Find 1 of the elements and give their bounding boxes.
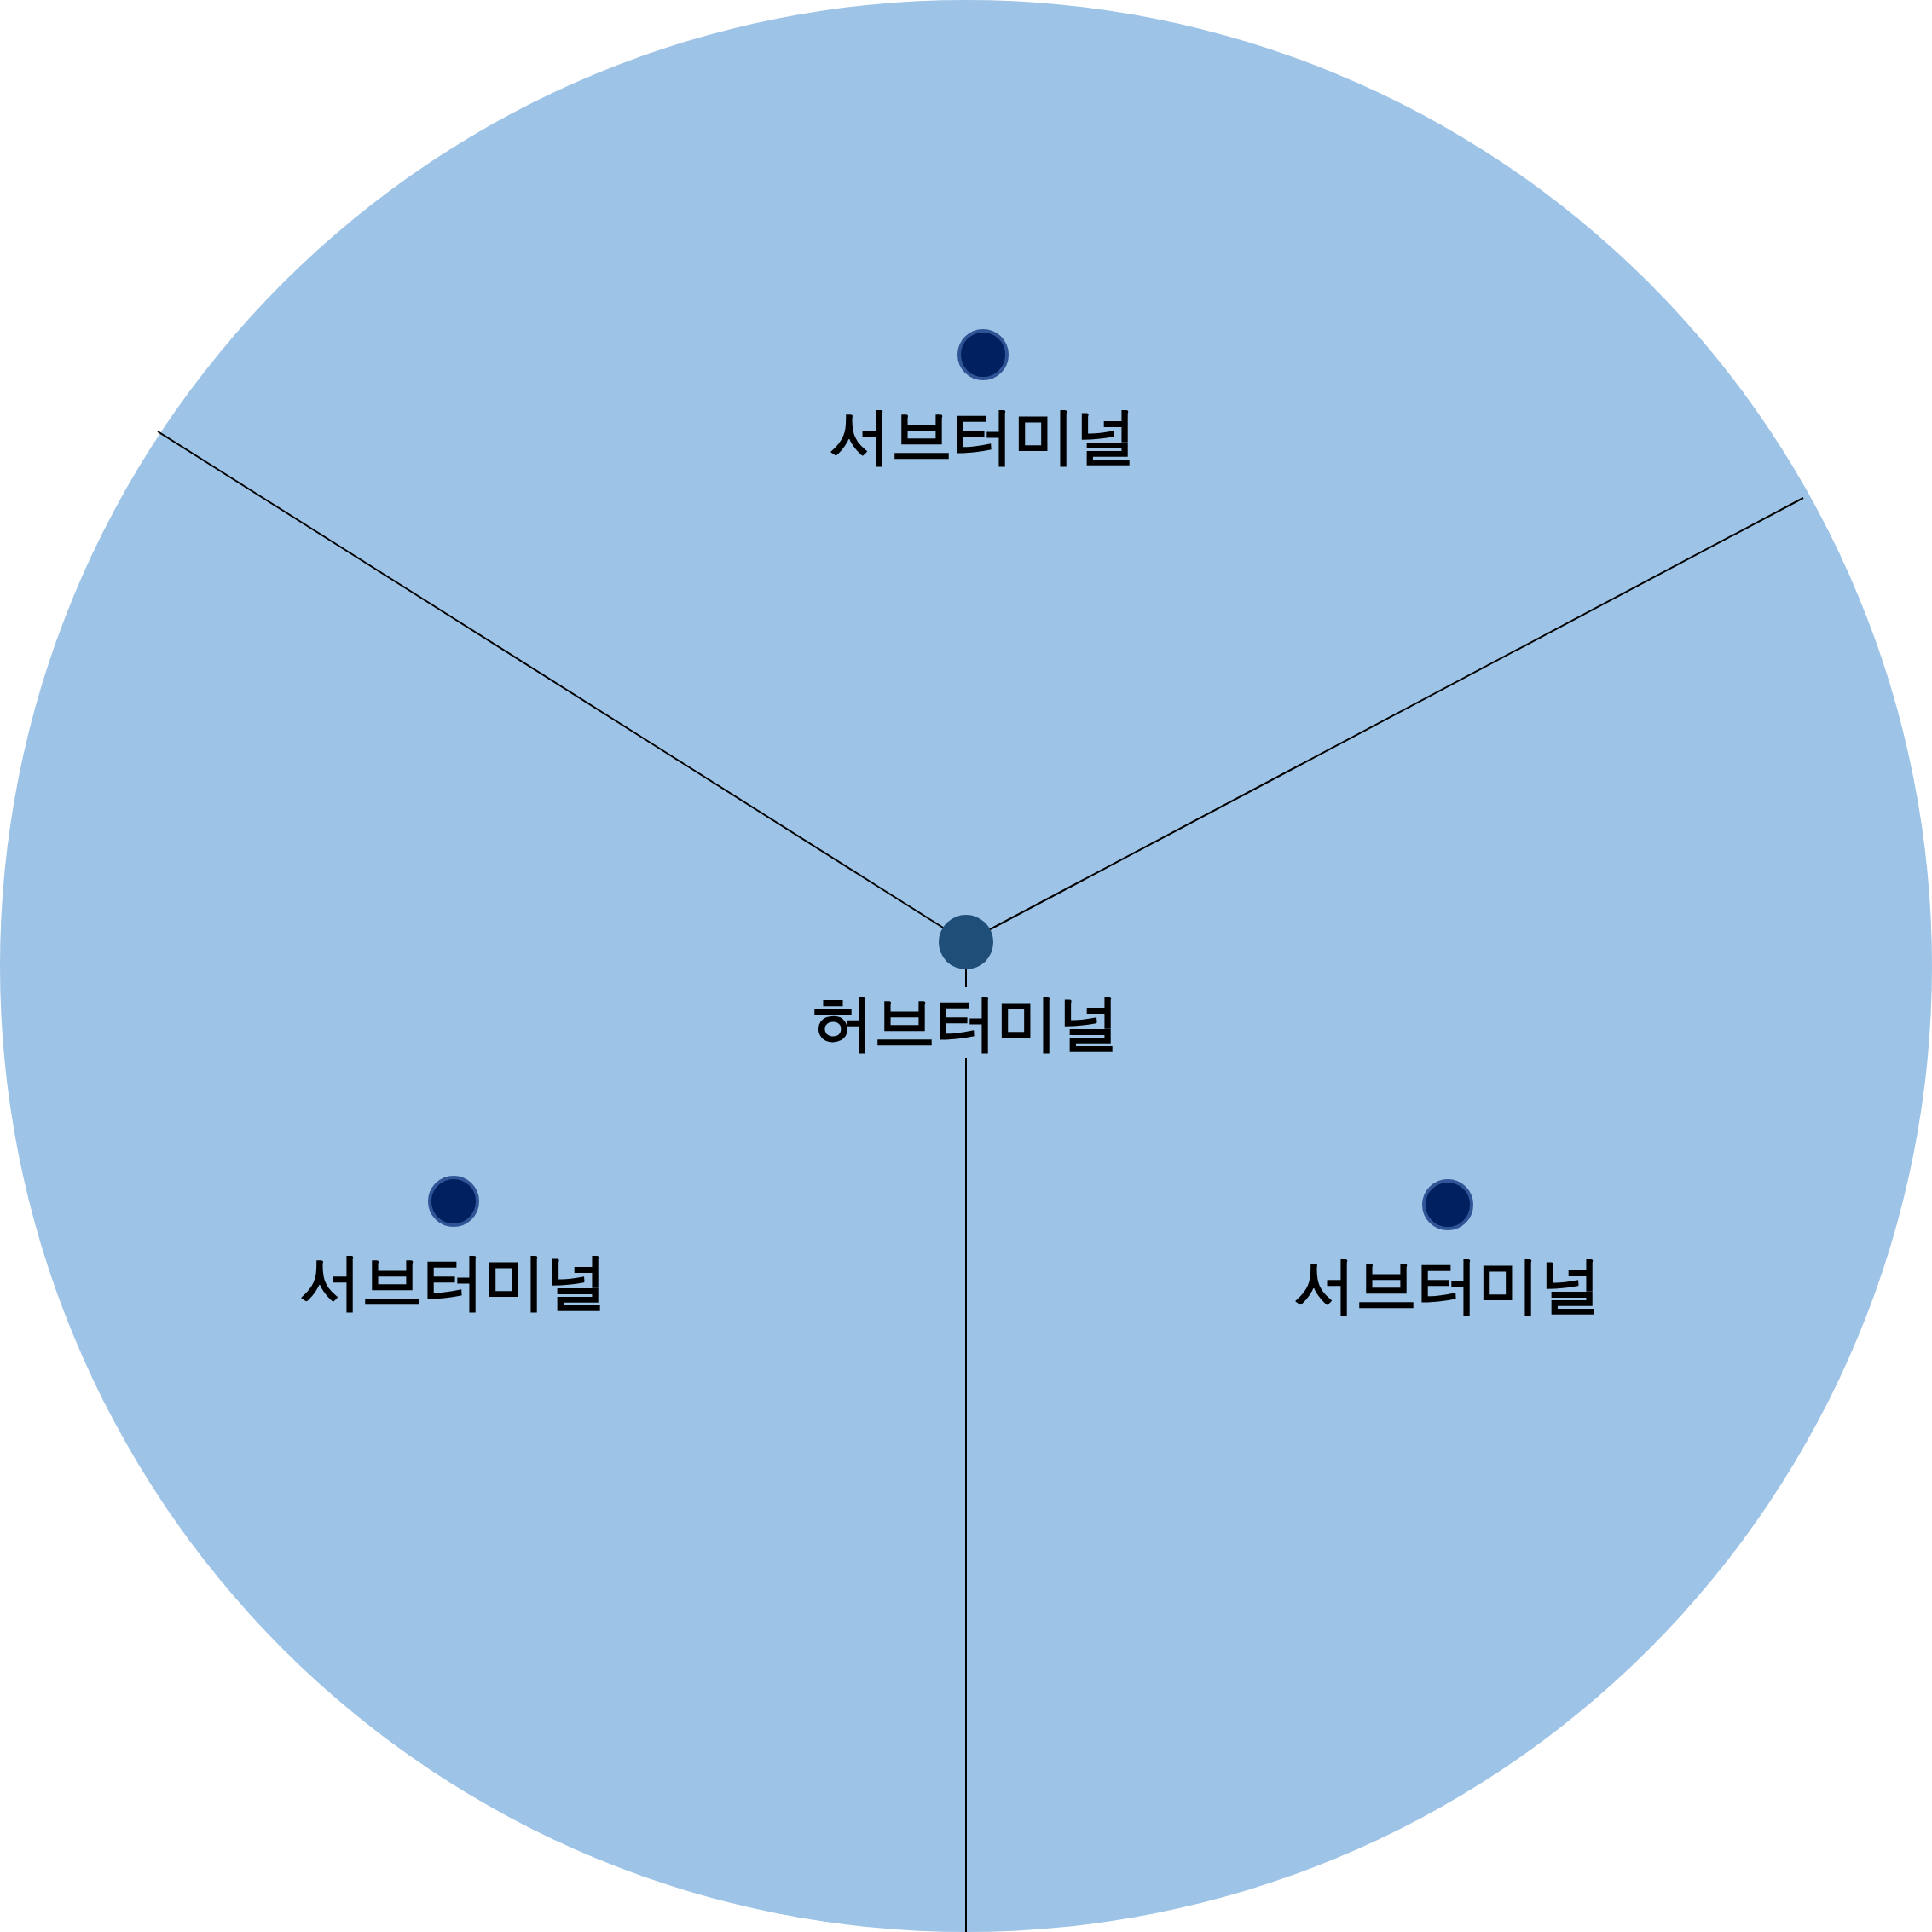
region-circle bbox=[0, 0, 1932, 1932]
